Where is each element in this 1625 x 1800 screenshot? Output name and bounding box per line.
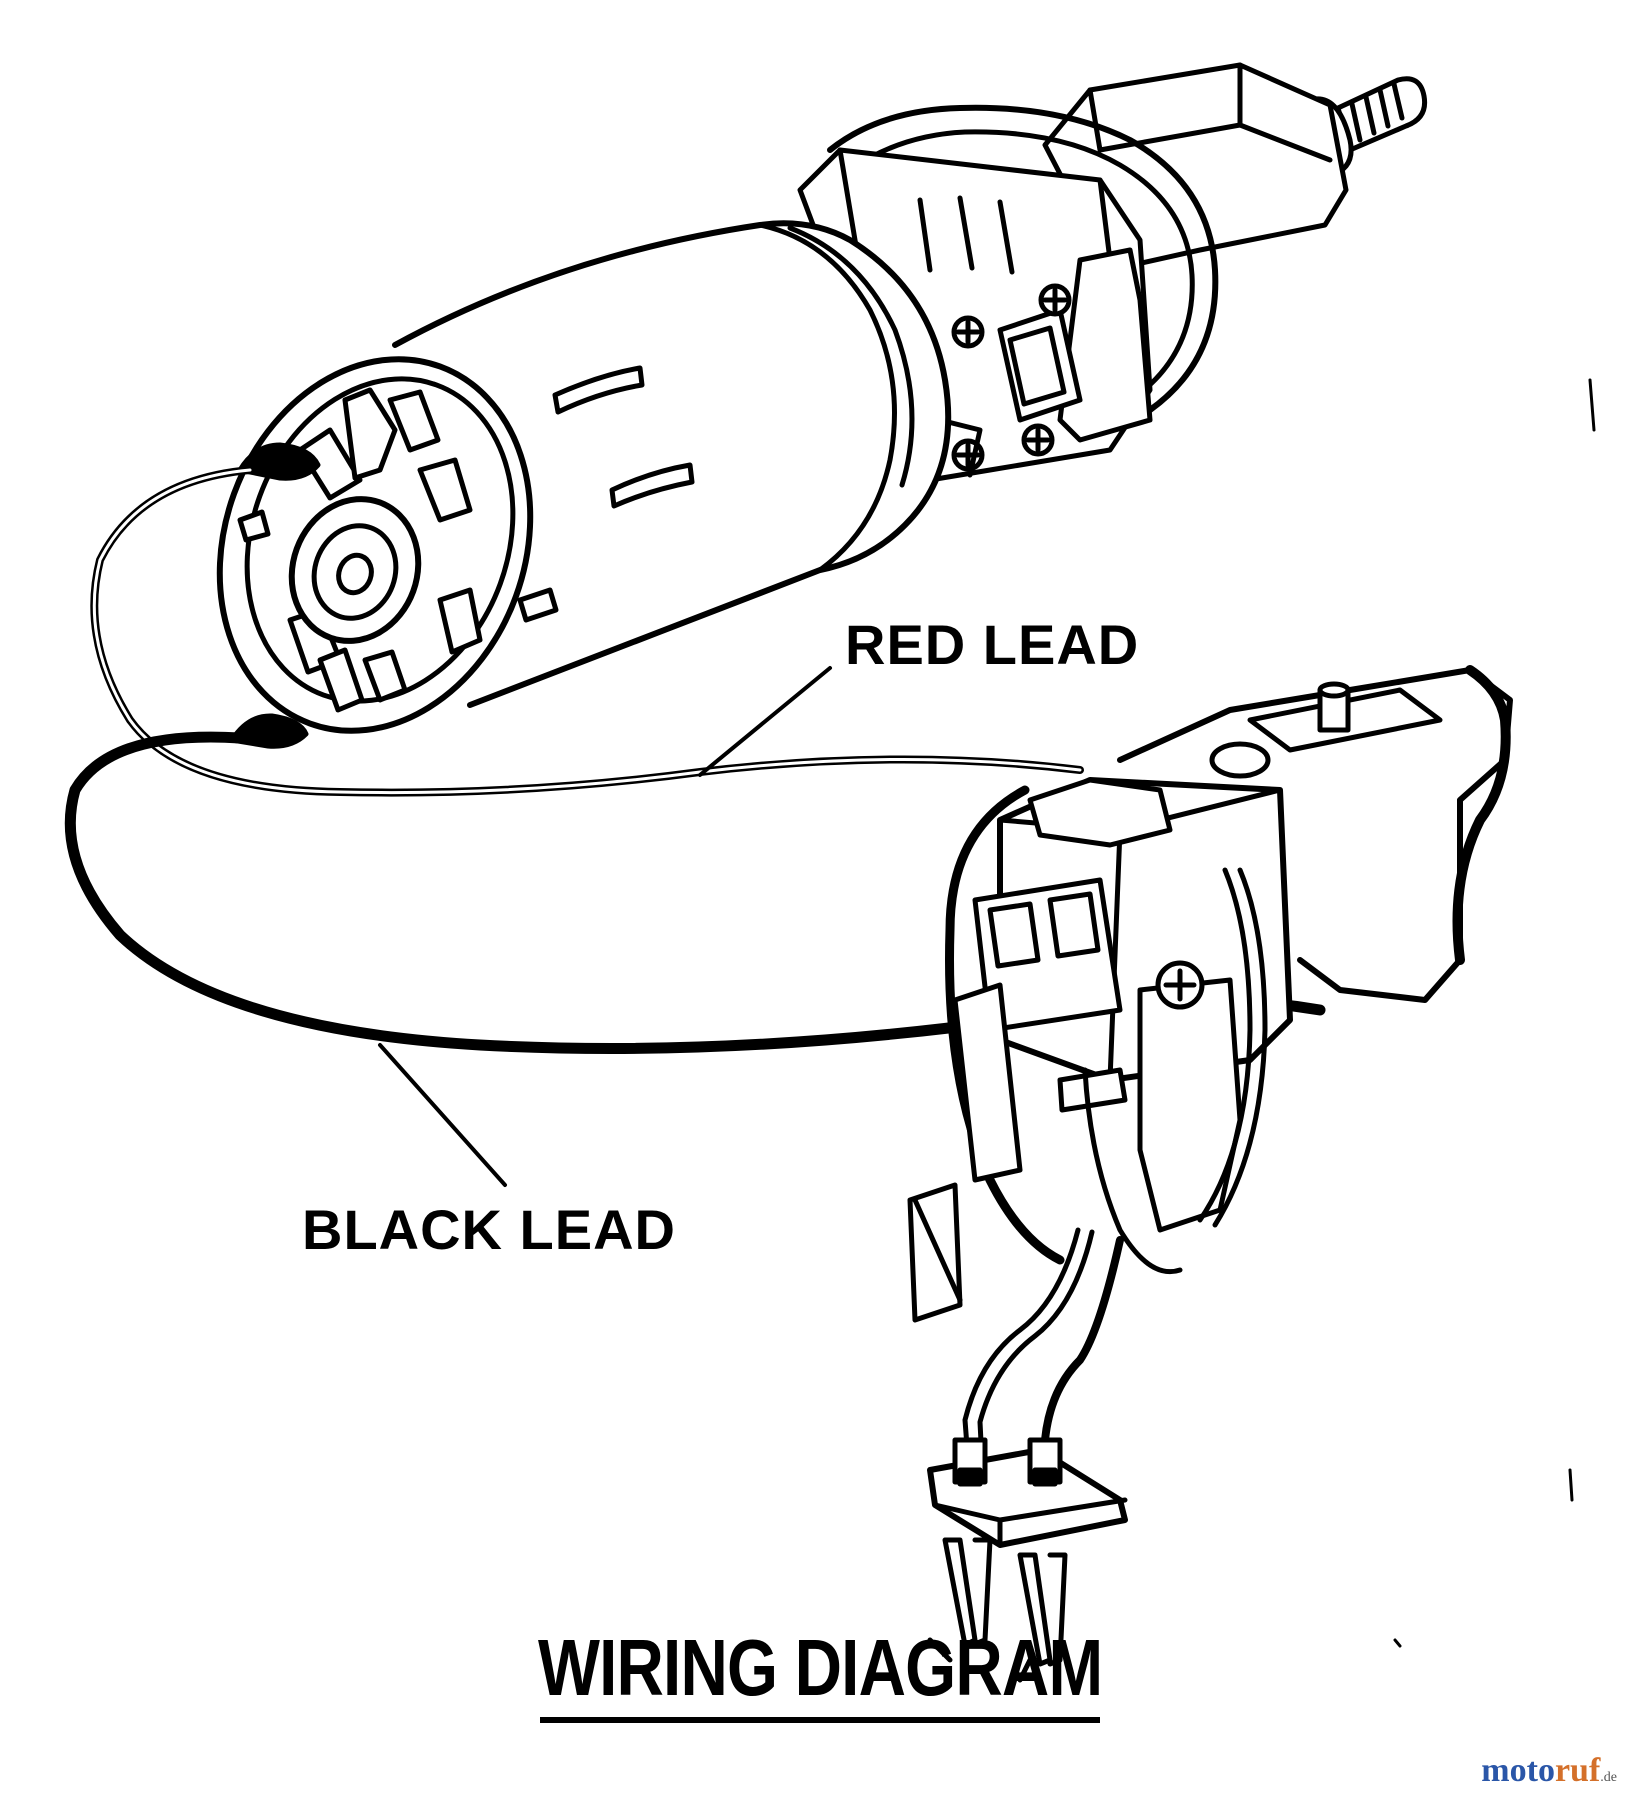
callout-leaders [378,666,832,1187]
title-underline [540,1717,1100,1723]
watermark-part1: moto [1481,1752,1555,1789]
black-lead-label: BLACK LEAD [302,1198,676,1261]
watermark-logo: motoruf.de [1481,1752,1617,1790]
motor-can [216,220,952,734]
red-lead-leader [698,666,832,777]
motor-terminal-clips [229,442,321,749]
battery-leads [962,1227,1124,1474]
red-lead-wire [90,466,1084,797]
trigger-switch [907,665,1513,1323]
red-lead-label: RED LEAD [845,613,1140,676]
watermark-part2: ruf [1554,1752,1601,1789]
watermark-suffix: .de [1600,1770,1617,1785]
terminal-block [927,1437,1128,1683]
diagram-title: WIRING DIAGRAM [538,1623,1103,1712]
scan-specks [1393,378,1596,1648]
black-lead-leader [378,1043,507,1187]
